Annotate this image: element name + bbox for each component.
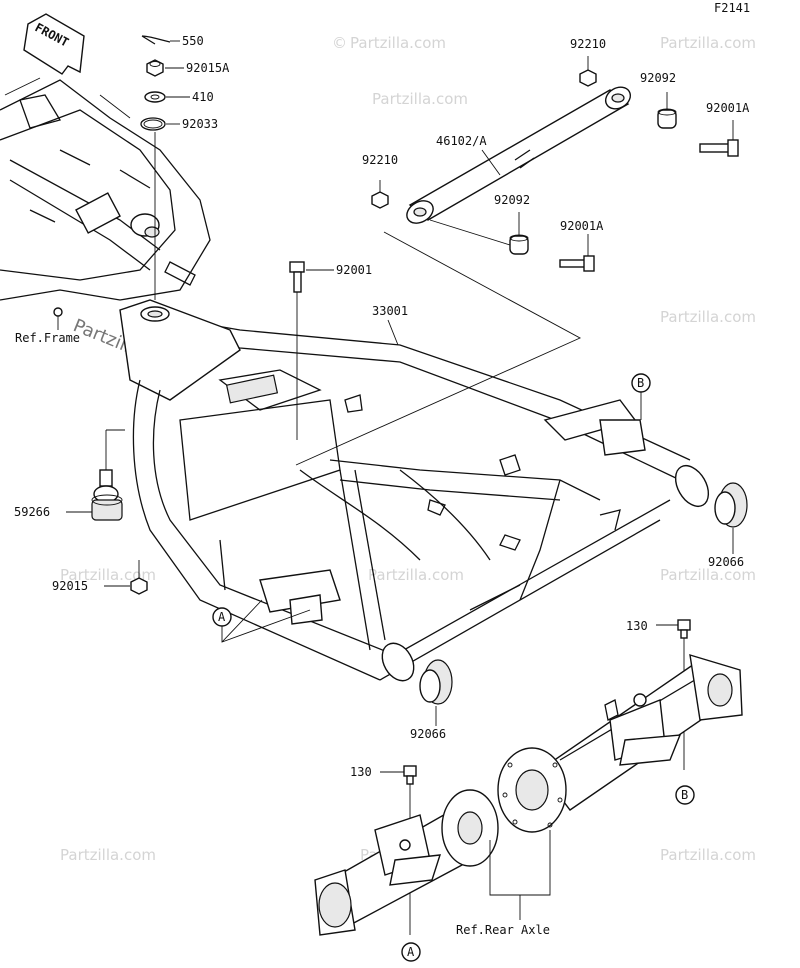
- callout-a-mid-label: A: [218, 610, 226, 624]
- part-92210-mid-nut-icon: [371, 191, 389, 209]
- part-label-92210-top: 92210: [570, 37, 606, 51]
- part-92092-mid-bushing-icon: [509, 234, 529, 255]
- part-label-92033: 92033: [182, 117, 218, 131]
- swing-arm-frame: [119, 299, 710, 682]
- ref-frame-label: Ref.Frame: [15, 331, 80, 345]
- part-label-92001: 92001: [336, 263, 372, 277]
- part-label-92001A-top: 92001A: [706, 101, 750, 115]
- watermark: Partzilla.com: [660, 308, 756, 326]
- part-130-right-bolt-icon: [677, 619, 691, 639]
- part-label-130-right: 130: [626, 619, 648, 633]
- watermark: Partzilla.com: [660, 34, 756, 52]
- rear-axle-flange: [497, 747, 567, 833]
- rear-axle-right-housing: [539, 654, 743, 811]
- callout-b-top-label: B: [637, 376, 644, 390]
- part-label-92066-right: 92066: [708, 555, 744, 569]
- part-label-92092-top: 92092: [640, 71, 676, 85]
- part-410-washer-icon: [144, 91, 166, 103]
- part-59266-pivot-icon: [91, 469, 123, 521]
- part-label-550: 550: [182, 34, 204, 48]
- watermark: Partzilla.com: [660, 566, 756, 584]
- watermark: Partzilla.com: [60, 846, 156, 864]
- part-550-clip-icon: [141, 35, 171, 45]
- part-label-92210-mid: 92210: [362, 153, 398, 167]
- part-92210-top-nut-icon: [579, 69, 597, 87]
- ref-rear-axle-label: Ref.Rear Axle: [456, 923, 550, 937]
- ref-frame-drawing: [0, 77, 211, 330]
- rear-axle-left-housing: [314, 789, 499, 936]
- diagram-code: F2141: [714, 1, 750, 15]
- part-92015A-nut-icon: [146, 59, 164, 77]
- part-label-92066-bottom: 92066: [410, 727, 446, 741]
- part-92066-bottom-cap-icon: [419, 659, 453, 705]
- watermark: Partzilla.com: [372, 90, 468, 108]
- part-label-92015: 92015: [52, 579, 88, 593]
- part-92001-bolt-icon: [289, 261, 305, 293]
- watermark: Partzilla.com: [368, 566, 464, 584]
- callout-b-bottom-label: B: [681, 788, 688, 802]
- part-label-46102A: 46102/A: [436, 134, 487, 148]
- part-92092-top-bushing-icon: [657, 108, 677, 129]
- part-label-92092-mid: 92092: [494, 193, 530, 207]
- watermark: Partzilla.com: [660, 846, 756, 864]
- callout-a-bottom-label: A: [407, 945, 415, 959]
- watermark: Partzilla.com: [60, 566, 156, 584]
- part-92066-right-cap-icon: [714, 482, 748, 528]
- callout-circle-b-bottom: [675, 785, 695, 805]
- part-92015-nut-icon: [130, 577, 148, 595]
- torque-rod-assembly: [406, 86, 632, 224]
- part-label-59266: 59266: [14, 505, 50, 519]
- front-arrow-icon: FRONT: [23, 13, 85, 75]
- watermark: Partzilla.com: [350, 34, 446, 52]
- part-130-left-bolt-icon: [403, 765, 417, 785]
- part-label-410: 410: [192, 90, 214, 104]
- part-label-130-left: 130: [350, 765, 372, 779]
- part-92001A-mid-bolt-icon: [559, 255, 595, 272]
- part-92033-snap-ring-icon: [140, 117, 166, 131]
- callout-circle-a-bottom: [401, 942, 421, 962]
- part-label-92015A: 92015A: [186, 61, 230, 75]
- watermark-copyright-icon: ©: [332, 34, 347, 52]
- part-label-33001: 33001: [372, 304, 408, 318]
- part-92001A-top-bolt-icon: [699, 139, 739, 157]
- part-label-92001A-mid: 92001A: [560, 219, 604, 233]
